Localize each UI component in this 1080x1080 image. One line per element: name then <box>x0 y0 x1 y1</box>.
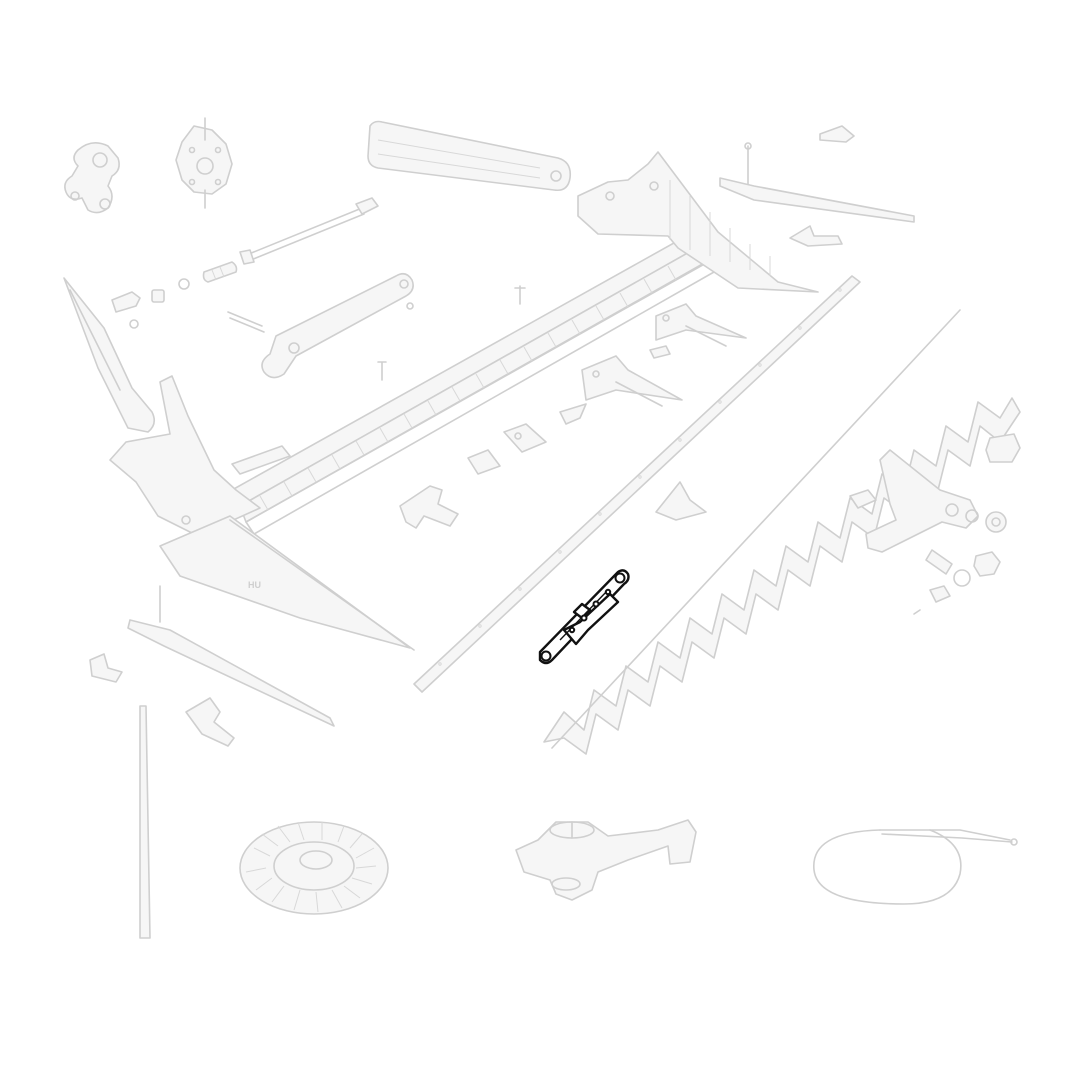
pivot-bolt-part[interactable] <box>849 489 877 509</box>
shoe-plate-part[interactable] <box>655 481 707 521</box>
knife-back-bar[interactable] <box>413 275 861 693</box>
guard-clip-small[interactable] <box>649 345 671 359</box>
tee-bracket-part[interactable] <box>185 697 235 747</box>
pitman-arm-part[interactable] <box>227 272 414 379</box>
link-rivet-icon <box>592 600 600 608</box>
gear-hub-part[interactable] <box>175 117 233 209</box>
yoke-bracket-part[interactable] <box>64 142 120 214</box>
spring-coupling-part[interactable] <box>202 261 238 283</box>
wear-plate-small-1[interactable] <box>503 423 547 453</box>
link-rivet-icon <box>580 614 588 622</box>
link-eye-bottom-icon <box>540 650 552 662</box>
link-rivet-icon <box>604 588 612 596</box>
hold-down-clip-part[interactable] <box>399 485 459 529</box>
control-cable-part[interactable] <box>813 829 1018 905</box>
gearbox-housing-part[interactable] <box>515 819 697 901</box>
knife-clip-1[interactable] <box>559 403 587 425</box>
wear-plate-small-2[interactable] <box>467 449 501 475</box>
sickle-knife[interactable] <box>543 309 1021 755</box>
grass-board-rod[interactable] <box>719 142 915 223</box>
frame-marking-label: HU <box>248 580 261 590</box>
bracket-clip-right[interactable] <box>789 225 843 247</box>
collar-nut-part[interactable] <box>965 509 1007 533</box>
guard-finger-pair-1[interactable] <box>655 303 747 347</box>
outer-shoe-bracket[interactable] <box>577 151 819 293</box>
long-shaft-part[interactable] <box>139 705 151 939</box>
grass-board-left[interactable] <box>127 585 335 727</box>
clutch-disc-part[interactable] <box>239 821 389 915</box>
bracket-small-top-right[interactable] <box>819 125 855 143</box>
guard-finger-pair-2[interactable] <box>581 355 683 407</box>
spring-clip-part[interactable] <box>913 585 951 615</box>
angle-bracket-small[interactable] <box>89 653 123 683</box>
lifting-arm-part[interactable] <box>367 120 572 192</box>
wear-plate-part[interactable] <box>231 445 291 475</box>
link-rivet-icon <box>568 626 576 634</box>
inner-shoe-assembly[interactable]: HU <box>63 277 415 651</box>
bolt-left-part[interactable] <box>377 361 387 381</box>
knife-drive-connecting-link[interactable] <box>538 569 630 665</box>
shifter-fork-part[interactable] <box>865 449 979 553</box>
adjusting-rod-part[interactable] <box>239 197 379 265</box>
lock-nut-part[interactable] <box>973 551 1001 577</box>
link-eye-top-icon <box>614 572 626 584</box>
bolt-center-part[interactable] <box>514 285 526 305</box>
bearing-block-part[interactable] <box>985 433 1021 463</box>
small-bushings-part[interactable] <box>111 278 190 329</box>
ball-joint-part[interactable] <box>925 549 971 587</box>
